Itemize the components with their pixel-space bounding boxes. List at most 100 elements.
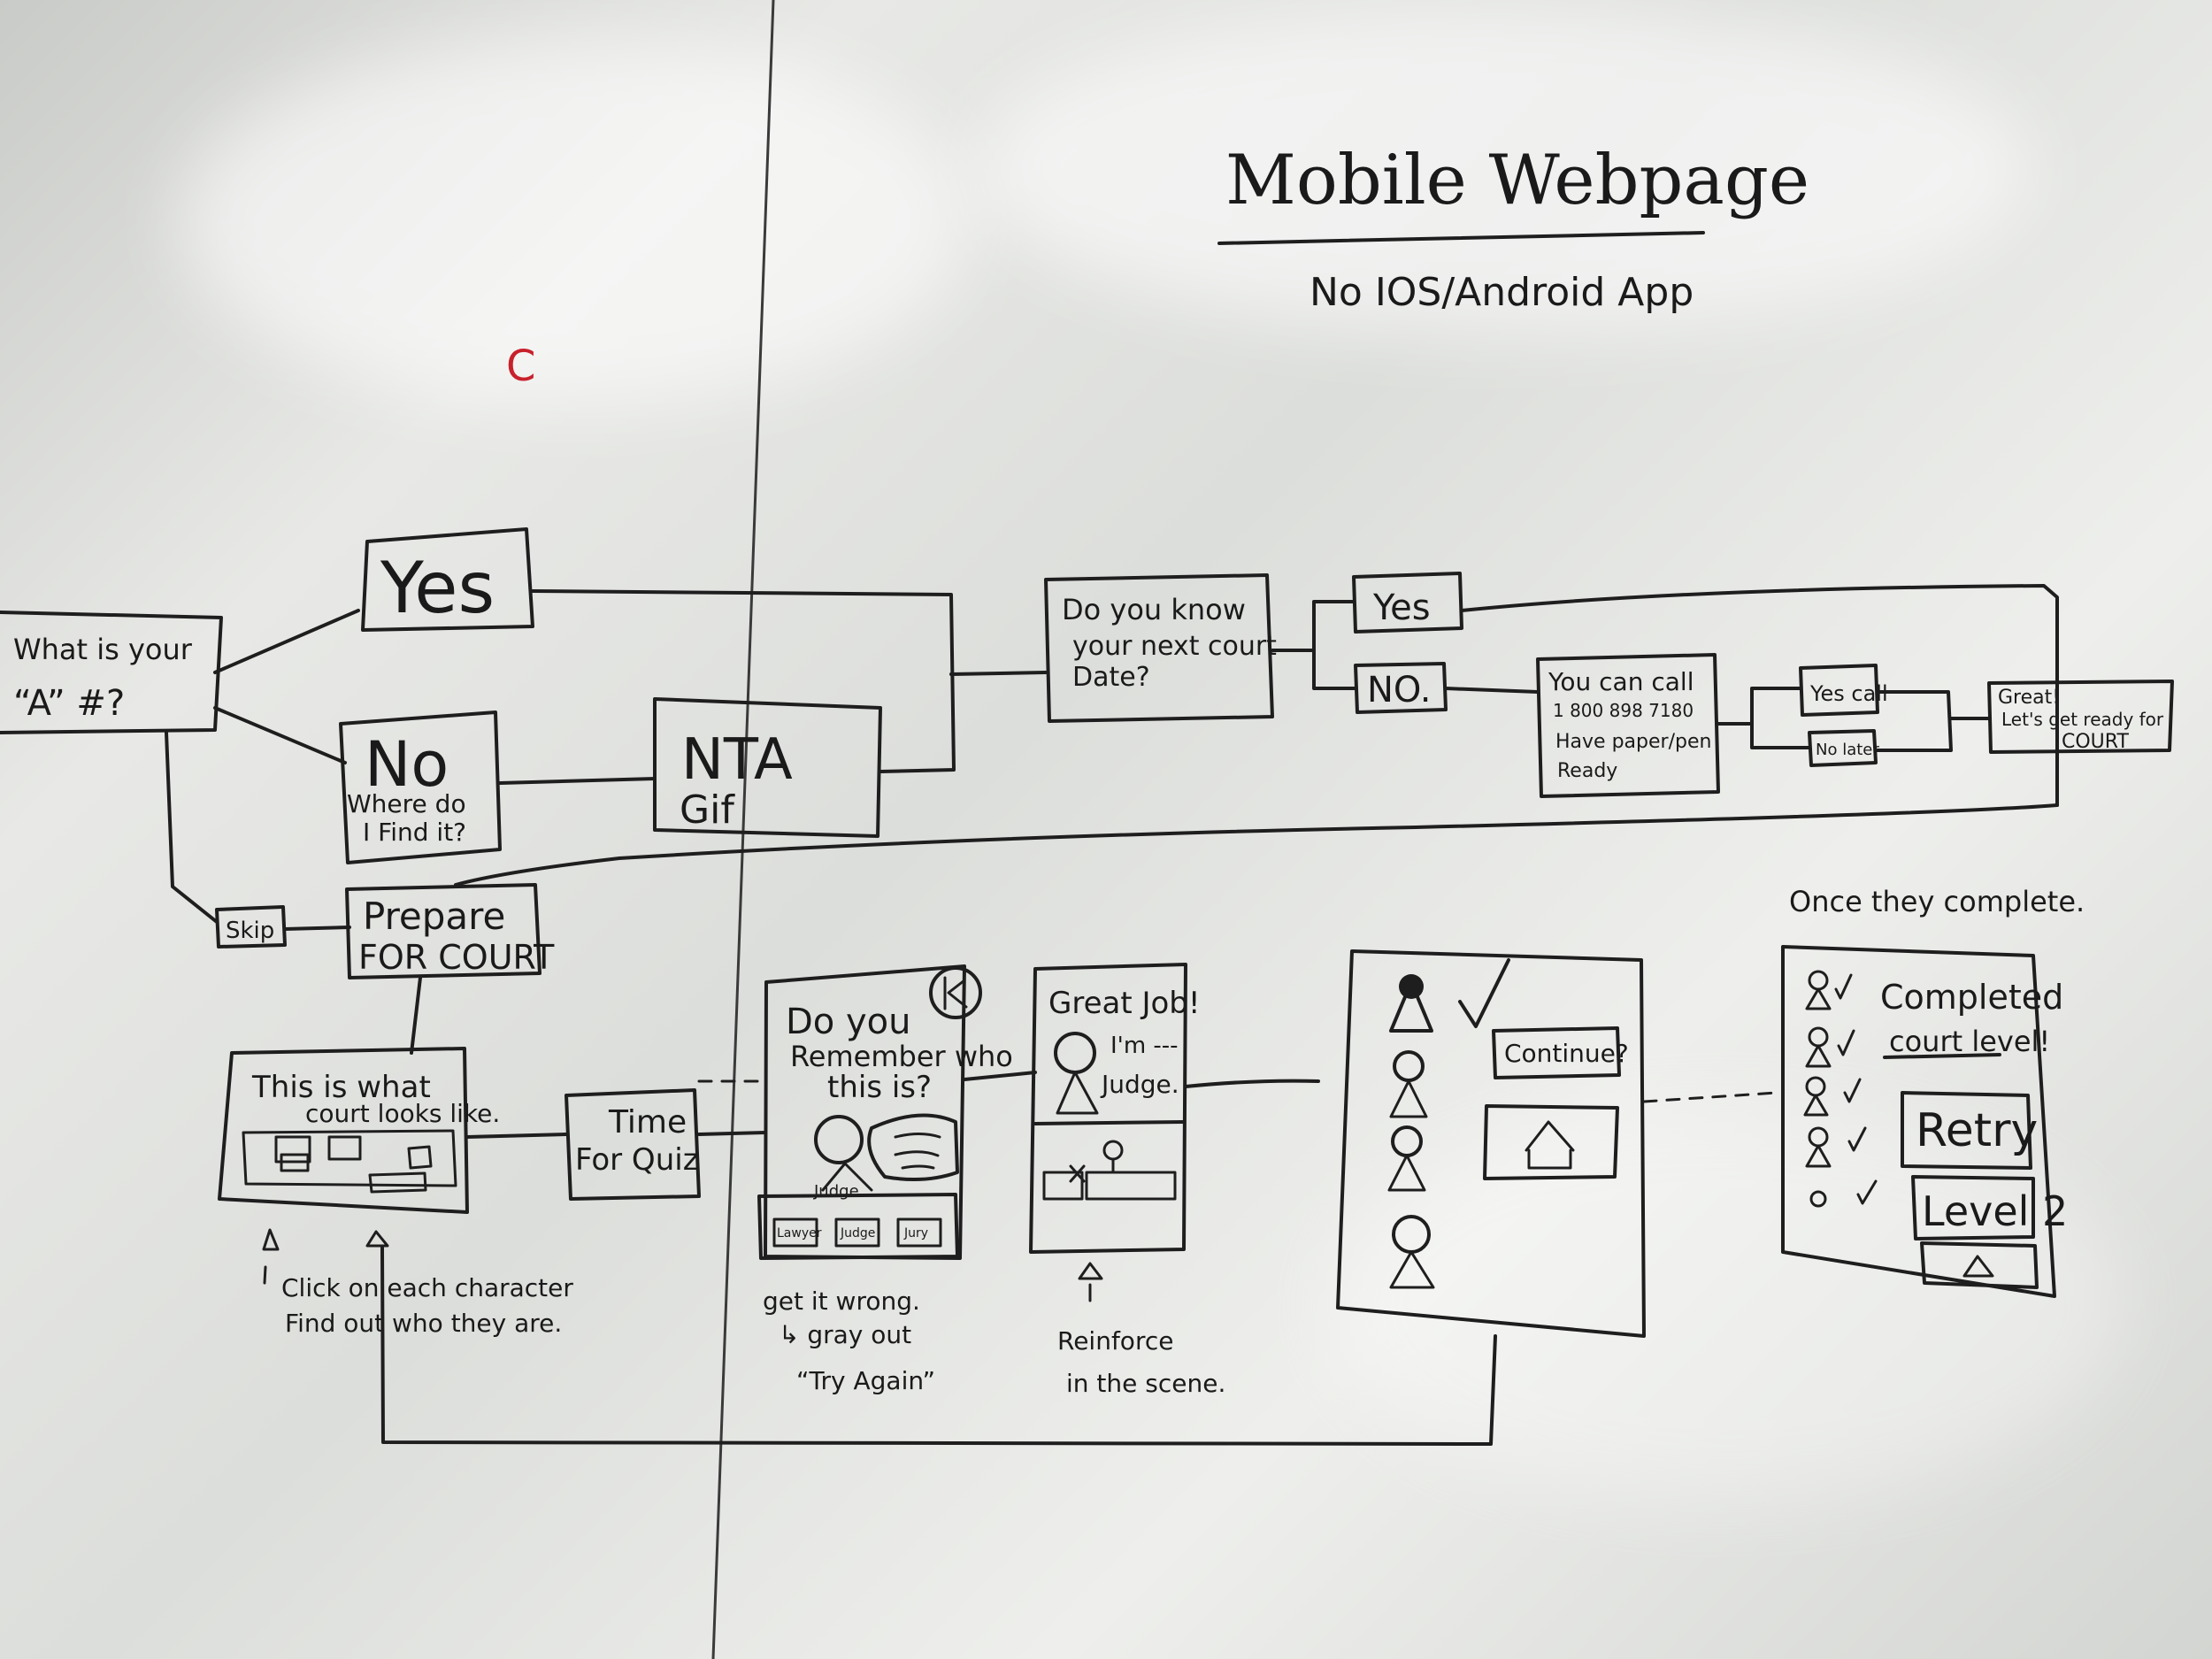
remember-line3: this is? xyxy=(827,1070,932,1105)
conn-merge-courtdate xyxy=(949,671,1048,676)
level2-button[interactable] xyxy=(1911,1175,2035,1240)
char-1-head xyxy=(1399,974,1424,999)
call-line3: Have paper/pen xyxy=(1555,731,1711,753)
glare-left xyxy=(177,35,973,407)
call-line2: 1 800 898 7180 xyxy=(1553,700,1694,721)
great-line1: Great! xyxy=(1998,687,2060,709)
arrow-up-1 xyxy=(262,1228,280,1251)
back-icon[interactable] xyxy=(929,966,982,1019)
conn-yes2-right xyxy=(1460,584,2059,807)
scene-desk xyxy=(280,1153,310,1172)
conn-yes-merge xyxy=(531,589,956,773)
done-char-4-body-check xyxy=(1805,1126,1867,1168)
continue-button[interactable] xyxy=(1492,1026,1621,1079)
dashed-link-completed xyxy=(1642,1091,1778,1103)
char-2-head xyxy=(1393,1050,1425,1082)
scene-char-3 xyxy=(407,1145,433,1170)
scene-char-2 xyxy=(327,1135,362,1161)
conn-calloptions-merge xyxy=(1874,690,1953,752)
nta-gif-box xyxy=(653,697,882,838)
court-date-box xyxy=(1044,573,1274,723)
red-mark: C xyxy=(506,342,536,391)
no2-label: NO. xyxy=(1367,670,1432,710)
judge-head-icon xyxy=(814,1115,864,1164)
call-box xyxy=(1536,653,1720,798)
yes1-box xyxy=(361,527,534,632)
return-line xyxy=(454,803,2059,887)
home-button[interactable] xyxy=(1483,1104,1619,1180)
done-char-3 xyxy=(1805,1076,1826,1097)
call-line1: You can call xyxy=(1548,667,1694,696)
court-date-line2: your next court xyxy=(1072,631,1277,662)
yes1-label: Yes xyxy=(380,547,495,629)
option-jury-label: Jury xyxy=(903,1226,928,1240)
reinforce-arrow xyxy=(1078,1262,1103,1302)
option-jury[interactable] xyxy=(896,1217,942,1248)
greatjob-line1: Great Job! xyxy=(1048,986,1201,1021)
continue-label: Continue? xyxy=(1504,1039,1629,1068)
conn-call-branch xyxy=(1717,687,1811,749)
subtitle: No IOS/Android App xyxy=(1310,270,1694,315)
done-char-4 xyxy=(1808,1126,1829,1148)
char-2-body xyxy=(1389,1079,1428,1118)
greatjob-line2: I'm --- xyxy=(1110,1033,1179,1059)
conn-court-quiz xyxy=(465,1133,568,1139)
option-lawyer[interactable] xyxy=(772,1217,818,1248)
quiz-line2: For Quiz xyxy=(575,1142,699,1178)
no-later-label: No later xyxy=(1816,741,1879,759)
court-looks-line1: This is what xyxy=(251,1070,431,1105)
judge-figure-body xyxy=(1056,1071,1099,1115)
gj-scene-box-1 xyxy=(1042,1171,1084,1201)
title-underline xyxy=(1217,231,1705,245)
nta-line2: Gif xyxy=(680,787,735,833)
skip-box xyxy=(215,905,287,949)
completed-home-icon xyxy=(1962,1255,1994,1278)
completed-home-button[interactable] xyxy=(1920,1241,2039,1289)
done-char-2-body-check xyxy=(1805,1029,1855,1068)
speech-lines xyxy=(894,1133,941,1170)
characters-screen xyxy=(1336,949,1646,1338)
completed-screen xyxy=(1781,945,2056,1298)
court-date-line1: Do you know xyxy=(1062,593,1246,626)
wrong-line1: get it wrong. xyxy=(763,1286,920,1316)
a-number-line1: What is your xyxy=(13,633,193,666)
skip-label: Skip xyxy=(226,918,274,944)
speech-bubble-icon xyxy=(867,1113,959,1182)
done-char-3-body-check xyxy=(1803,1078,1862,1117)
great-line2: Let's get ready for xyxy=(2001,709,2164,730)
retry-label: Retry xyxy=(1916,1104,2038,1157)
quiz-line1: Time xyxy=(608,1104,687,1141)
wrong-line3: “Try Again” xyxy=(796,1366,935,1395)
back-arrow-glyph xyxy=(943,976,968,1010)
done-char-1 xyxy=(1808,970,1829,991)
no1-sub2: I Find it? xyxy=(363,818,466,847)
checkmark-icon xyxy=(1458,958,1510,1028)
click-char-line2: Find out who they are. xyxy=(285,1309,562,1338)
quiz-box xyxy=(565,1088,701,1201)
conn-courtdate-branch xyxy=(1271,600,1357,690)
scene-char-1 xyxy=(274,1135,311,1164)
prepare-line1: Prepare xyxy=(363,895,505,938)
prepare-box xyxy=(345,883,541,979)
wrong-line2: ↳ gray out xyxy=(779,1320,911,1349)
conn-a-skip xyxy=(165,731,219,924)
loop-back-line xyxy=(380,1246,1497,1446)
prepare-line2: FOR COURT xyxy=(358,938,555,977)
conn-a-yes xyxy=(213,609,360,674)
remember-line2: Remember who xyxy=(790,1040,1013,1073)
no1-sub1: Where do xyxy=(347,789,466,818)
conn-skip-prepare xyxy=(283,926,351,931)
yes-call-box xyxy=(1799,664,1879,717)
remember-judge: Judge xyxy=(813,1182,859,1201)
options-bar xyxy=(757,1193,959,1260)
option-judge[interactable] xyxy=(834,1217,880,1248)
char-3-body xyxy=(1387,1154,1426,1192)
call-line4: Ready xyxy=(1557,760,1617,782)
retry-button[interactable] xyxy=(1901,1091,2032,1170)
done-char-5 xyxy=(1809,1190,1827,1208)
conn-greatjob-characters xyxy=(1184,1079,1320,1088)
great-box xyxy=(1987,680,2174,754)
conn-no-nta xyxy=(498,777,657,785)
